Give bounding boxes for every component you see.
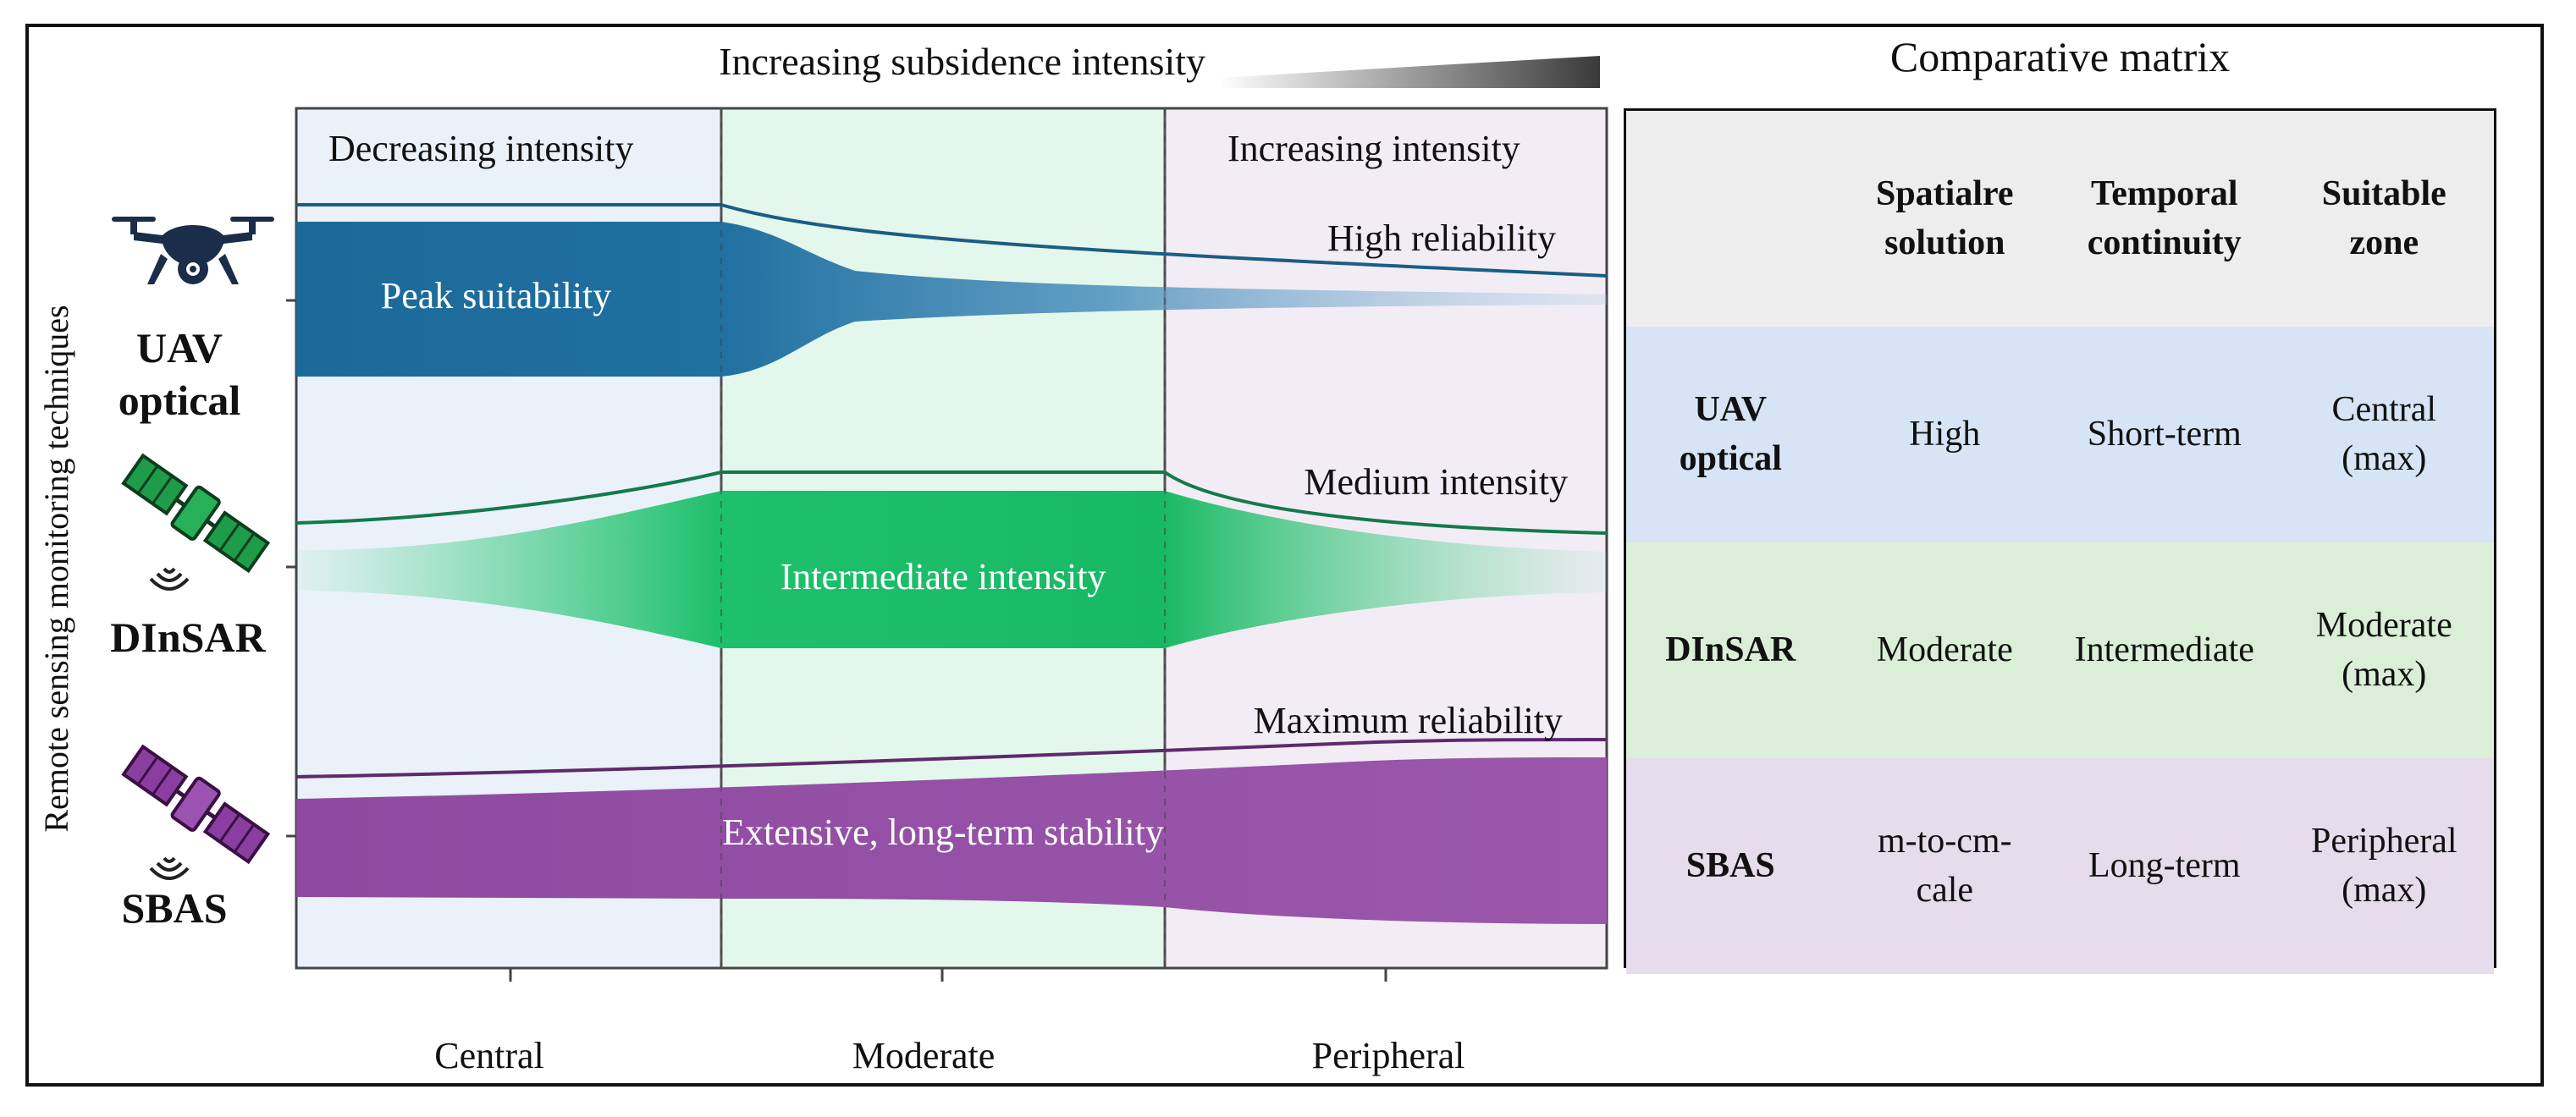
- sbas-curve: [295, 738, 1608, 779]
- matrix-cell-zone: Central(max): [2331, 389, 2437, 478]
- dinsar-band-label: Intermediate intensity: [781, 556, 1106, 597]
- technique-sbas: SBAS: [121, 884, 227, 932]
- matrix-cell-name: DInSAR: [1665, 630, 1796, 669]
- signal-waves: [149, 856, 190, 880]
- matrix-cell-spatial: High: [1909, 414, 1981, 454]
- matrix-title: Comparative matrix: [1889, 33, 2231, 80]
- satellite-icon: [121, 744, 271, 865]
- matrix-row-dinsar: DInSAR Moderate Intermediate Moderate(ma…: [1626, 542, 2494, 758]
- uav-curve-label: High reliability: [1327, 217, 1556, 259]
- technique-uav-line2: optical: [119, 377, 241, 424]
- zone-header-increasing: Increasing intensity: [1227, 128, 1520, 169]
- sbas-band: [296, 757, 1607, 924]
- uav-band-label: Peak suitability: [381, 275, 612, 316]
- signal-waves: [149, 567, 190, 591]
- intensity-wedge: [1219, 56, 1600, 88]
- matrix-cell-zone: Moderate(max): [2315, 605, 2452, 694]
- plot-frame: [295, 107, 1608, 970]
- technique-uav-line1: UAV: [136, 324, 223, 371]
- technique-dinsar: DInSAR: [110, 614, 266, 661]
- matrix-cell-temporal: Intermediate: [2074, 630, 2254, 669]
- sbas-curve-label: Maximum reliability: [1254, 700, 1563, 741]
- satellite-icon: [121, 453, 271, 574]
- x-tick-central: Central: [434, 1035, 544, 1076]
- matrix-cell-zone: Peripheral(max): [2310, 821, 2457, 910]
- dinsar-band: [296, 491, 1607, 648]
- y-axis-title: Remote sensing monitoring techniques: [37, 305, 75, 832]
- zone-header-decreasing: Decreasing intensity: [328, 128, 633, 169]
- matrix-cell-spatial: m-to-cm-cale: [1877, 821, 2012, 910]
- x-tick-peripheral: Peripheral: [1312, 1035, 1465, 1076]
- uav-curve: [296, 203, 1608, 278]
- matrix-cell-temporal: Long-term: [2088, 845, 2241, 885]
- sbas-band-label: Extensive, long-term stability: [722, 812, 1164, 853]
- drone-icon: [112, 217, 274, 284]
- uav-band: [296, 222, 1607, 377]
- top-label: Increasing subsidence intensity: [719, 40, 1205, 83]
- dinsar-curve-label: Medium intensity: [1304, 461, 1568, 503]
- matrix-row-sbas: SBAS m-to-cm-cale Long-term Peripheral(m…: [1626, 758, 2494, 974]
- matrix-cell-temporal: Short-term: [2087, 414, 2242, 454]
- figure-frame: [25, 24, 2544, 1087]
- matrix-cell-spatial: Moderate: [1876, 630, 2013, 669]
- x-tick-moderate: Moderate: [852, 1035, 996, 1076]
- matrix-cell-name: SBAS: [1685, 845, 1775, 885]
- dinsar-curve: [295, 470, 1608, 535]
